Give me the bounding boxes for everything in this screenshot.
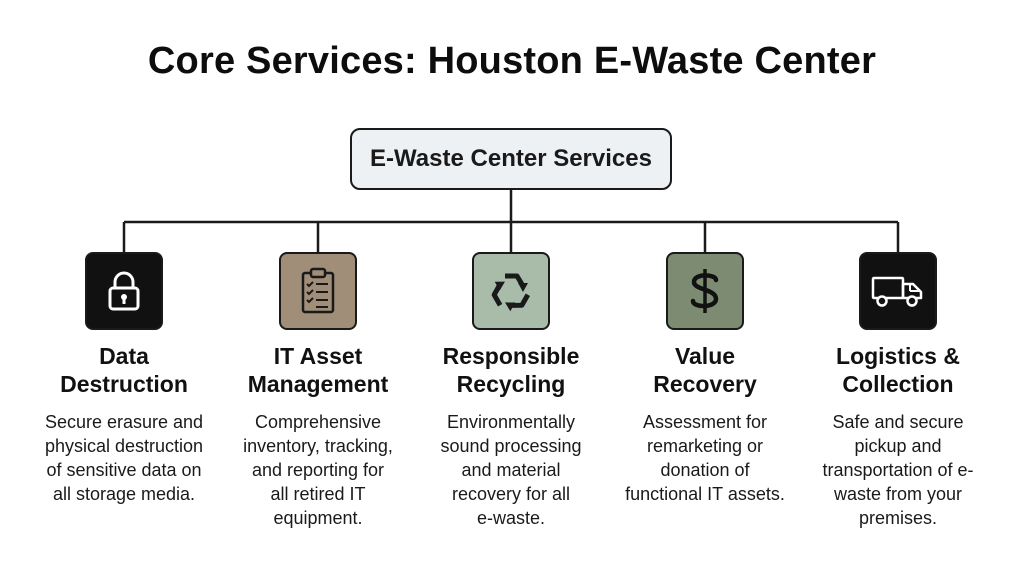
service-value-recovery: Value Recovery Assessment for remarketin… bbox=[605, 252, 805, 506]
logistics-icon-box bbox=[859, 252, 937, 330]
service-title: IT Asset Management bbox=[247, 343, 389, 397]
data-destruction-icon-box bbox=[85, 252, 163, 330]
page-title: Core Services: Houston E-Waste Center bbox=[147, 40, 877, 82]
service-title: Value Recovery bbox=[653, 343, 757, 397]
service-description: Assessment for remarketing or donation o… bbox=[625, 412, 785, 504]
recycling-icon-box bbox=[472, 252, 550, 330]
service-title: Data Destruction bbox=[60, 343, 188, 397]
service-title: Responsible Recycling bbox=[442, 343, 580, 397]
recycle-icon bbox=[491, 273, 531, 312]
service-title: Logistics & Collection bbox=[836, 343, 960, 397]
service-description: Environmentally sound processing and mat… bbox=[440, 412, 582, 528]
truck-icon bbox=[871, 276, 923, 307]
service-it-asset-management: IT Asset Management Comprehensive invent… bbox=[218, 252, 418, 530]
service-data-destruction: Data Destruction Secure erasure and phys… bbox=[24, 252, 224, 506]
lock-icon bbox=[108, 271, 140, 311]
service-description: Safe and secure pickup and transportatio… bbox=[822, 412, 974, 528]
value-recovery-icon-box bbox=[666, 252, 744, 330]
root-node-label: E-Waste Center Services bbox=[370, 145, 652, 172]
root-node: E-Waste Center Services bbox=[350, 128, 672, 190]
service-description: Comprehensive inventory, tracking, and r… bbox=[243, 412, 393, 528]
dollar-sign-icon bbox=[690, 269, 719, 313]
it-asset-icon-box bbox=[279, 252, 357, 330]
clipboard-checklist-icon bbox=[301, 267, 335, 314]
service-logistics-collection: Logistics & Collection Safe and secure p… bbox=[798, 252, 998, 530]
service-responsible-recycling: Responsible Recycling Environmentally so… bbox=[411, 252, 611, 530]
service-description: Secure erasure and physical destruction … bbox=[44, 412, 204, 504]
